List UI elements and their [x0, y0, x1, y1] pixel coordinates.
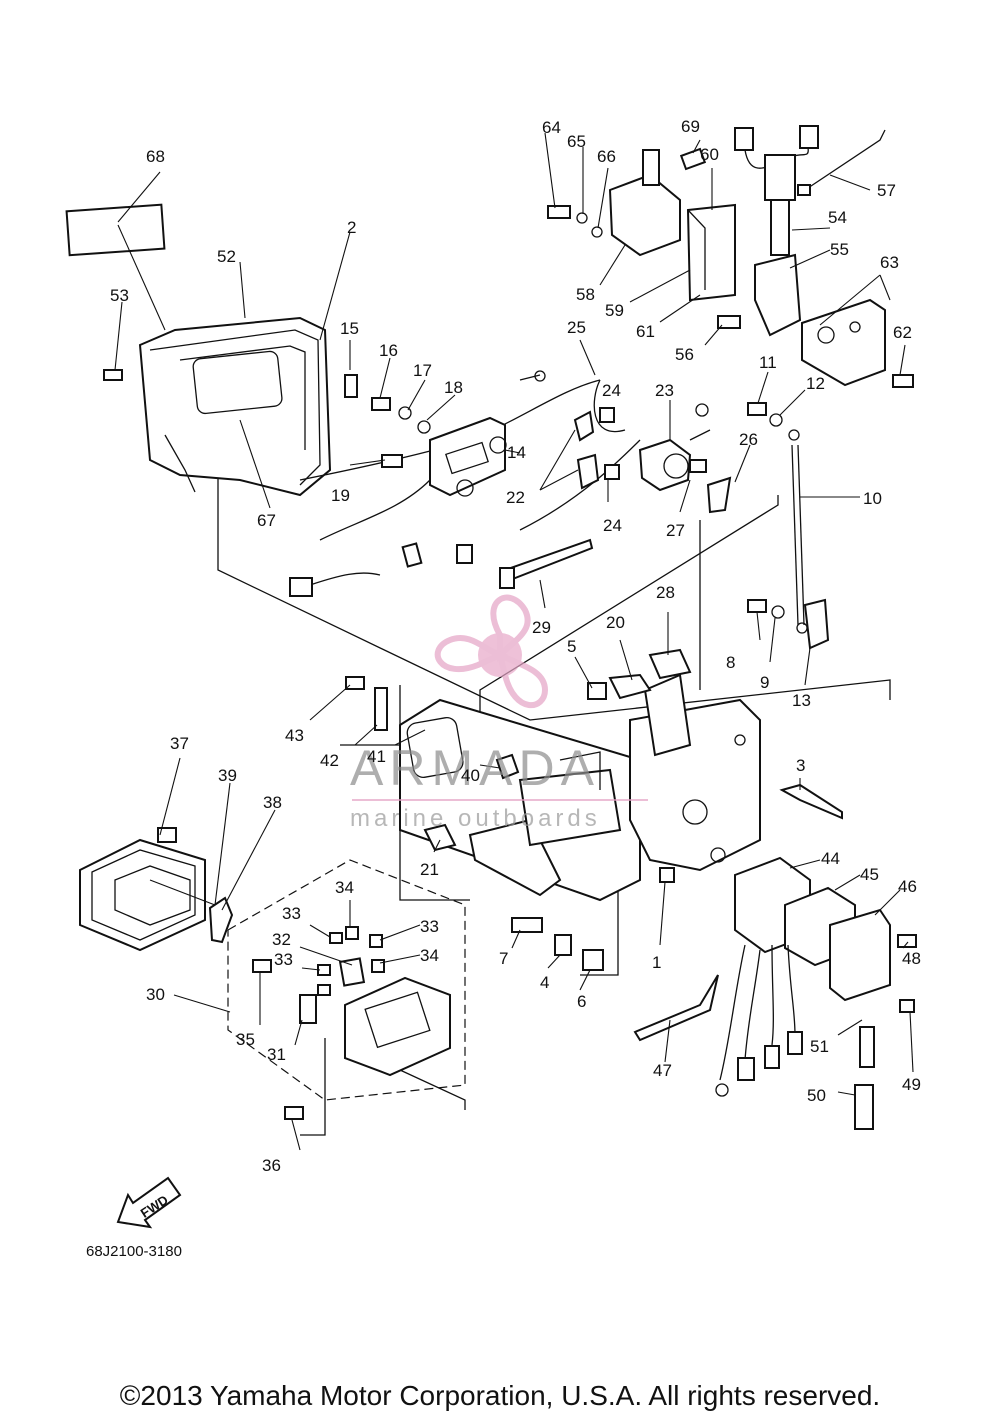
- callout-17: 17: [413, 361, 432, 380]
- callout-57: 57: [877, 181, 896, 200]
- callout-8: 8: [726, 653, 735, 672]
- callout-39: 39: [218, 766, 237, 785]
- callout-20: 20: [606, 613, 625, 632]
- fasteners: [103, 205, 917, 1120]
- callout-32: 32: [272, 930, 291, 949]
- callout-67: 67: [257, 511, 276, 530]
- callout-52: 52: [217, 247, 236, 266]
- callout-31: 31: [267, 1045, 286, 1064]
- callout-18: 18: [444, 378, 463, 397]
- callout-19: 19: [331, 486, 350, 505]
- callout-64: 64: [542, 118, 561, 137]
- mounting-plate: [801, 298, 886, 387]
- callout-42: 42: [320, 751, 339, 770]
- callout-23: 23: [655, 381, 674, 400]
- callout-7: 7: [499, 949, 508, 968]
- watermark-brand: ARMADA: [350, 740, 600, 796]
- callout-11: 11: [759, 353, 777, 372]
- starter-relay: [573, 379, 711, 492]
- callout-6: 6: [577, 992, 586, 1011]
- callout-65: 65: [567, 132, 586, 151]
- callout-34b: 34: [420, 946, 439, 965]
- callout-27: 27: [666, 521, 685, 540]
- callout-53: 53: [110, 286, 129, 305]
- callout-36: 36: [262, 1156, 281, 1175]
- callout-54: 54: [828, 208, 847, 227]
- callout-35: 35: [236, 1030, 255, 1049]
- callout-26: 26: [739, 430, 758, 449]
- callout-69: 69: [681, 117, 700, 136]
- callout-45: 45: [860, 865, 879, 884]
- callout-24a: 24: [602, 381, 621, 400]
- callout-68: 68: [146, 147, 165, 166]
- watermark-tagline: marine outboards: [350, 805, 601, 832]
- callout-labels: 1 2 3 4 5 6 7 8 9 10 11 12 13 14 15 16 1…: [110, 117, 921, 1175]
- ignition-coil-assembly: [608, 147, 736, 302]
- callout-59: 59: [605, 301, 624, 320]
- assembly-frame-lines: [217, 418, 891, 1136]
- watermark-logo: ARMADA marine outboards: [350, 594, 648, 832]
- callout-22: 22: [506, 488, 525, 507]
- callout-14: 14: [507, 443, 526, 462]
- callout-15: 15: [340, 319, 359, 338]
- callout-37: 37: [170, 734, 189, 753]
- callout-50: 50: [807, 1086, 826, 1105]
- coil-with-plug: [734, 125, 886, 337]
- callout-51: 51: [810, 1037, 829, 1056]
- leader-lines: [114, 132, 914, 1151]
- rectifier-regulator: [429, 416, 507, 497]
- callout-21: 21: [420, 860, 439, 879]
- callout-3: 3: [796, 756, 805, 775]
- callout-48: 48: [902, 949, 921, 968]
- callout-34a: 34: [335, 878, 354, 897]
- callout-63: 63: [880, 253, 899, 272]
- callout-61: 61: [636, 322, 655, 341]
- callout-12: 12: [806, 374, 825, 393]
- callout-33c: 33: [274, 950, 293, 969]
- callout-25: 25: [567, 318, 586, 337]
- callout-24b: 24: [603, 516, 622, 535]
- callout-16: 16: [379, 341, 398, 360]
- callout-29: 29: [532, 618, 551, 637]
- callout-30: 30: [146, 985, 165, 1004]
- cover-assembly: [65, 203, 332, 497]
- callout-49: 49: [902, 1075, 921, 1094]
- callout-9: 9: [760, 673, 769, 692]
- diagram-part-code: 68J2100-3180: [86, 1243, 182, 1260]
- callout-56: 56: [675, 345, 694, 364]
- copyright-notice: ©2013 Yamaha Motor Corporation, U.S.A. A…: [119, 1380, 881, 1411]
- callout-2: 2: [347, 218, 356, 237]
- power-pack-assembly: [633, 856, 915, 1130]
- callout-62: 62: [893, 323, 912, 342]
- callout-4: 4: [540, 973, 549, 992]
- callout-33b: 33: [420, 917, 439, 936]
- callout-44: 44: [821, 849, 840, 868]
- callout-43: 43: [285, 726, 304, 745]
- cable-tie: [499, 538, 594, 589]
- electrical-box-cover: [79, 827, 234, 952]
- callout-28: 28: [656, 583, 675, 602]
- callout-38: 38: [263, 793, 282, 812]
- callout-46: 46: [898, 877, 917, 896]
- callout-10: 10: [863, 489, 882, 508]
- callout-40: 40: [461, 766, 480, 785]
- forward-arrow-icon: FWD: [116, 1176, 182, 1229]
- ground-wire: [788, 429, 830, 650]
- callout-60: 60: [700, 145, 719, 164]
- callout-55: 55: [830, 240, 849, 259]
- callout-47: 47: [653, 1061, 672, 1080]
- callout-5: 5: [567, 637, 576, 656]
- callout-66: 66: [597, 147, 616, 166]
- callout-58: 58: [576, 285, 595, 304]
- callout-41: 41: [367, 747, 386, 766]
- callout-13: 13: [792, 691, 811, 710]
- callout-33a: 33: [282, 904, 301, 923]
- callout-1: 1: [652, 953, 661, 972]
- cdi-unit-group: [227, 859, 466, 1101]
